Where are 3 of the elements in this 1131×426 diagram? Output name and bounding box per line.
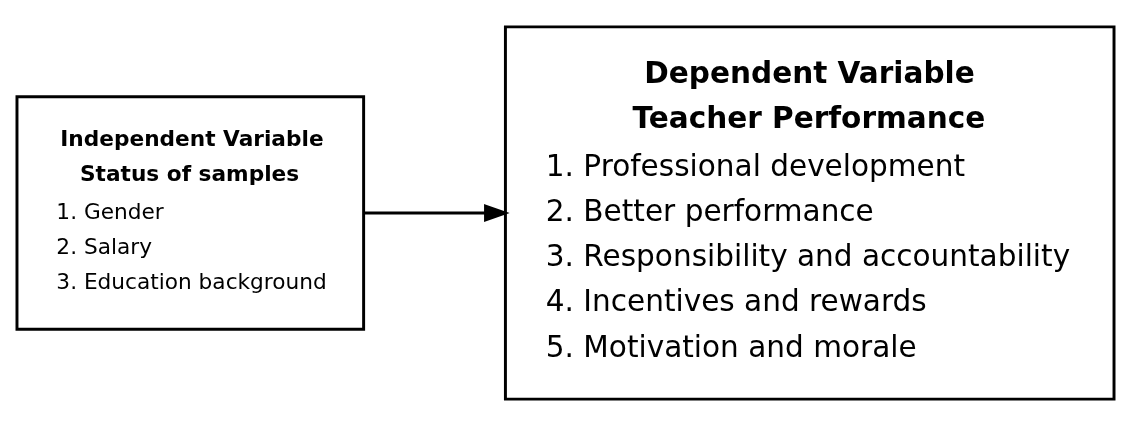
node-box: Independent Variable Status of samples 1. Gender 2. Salary 3. Education background [15,95,366,331]
node-box: Dependent Variable Teacher Performance 1. Professional development 2. Better performance 3. Responsibility and accountability 4. Incentives and rewards 5. Motivation and morale [503,25,1116,401]
arrow [363,204,510,222]
